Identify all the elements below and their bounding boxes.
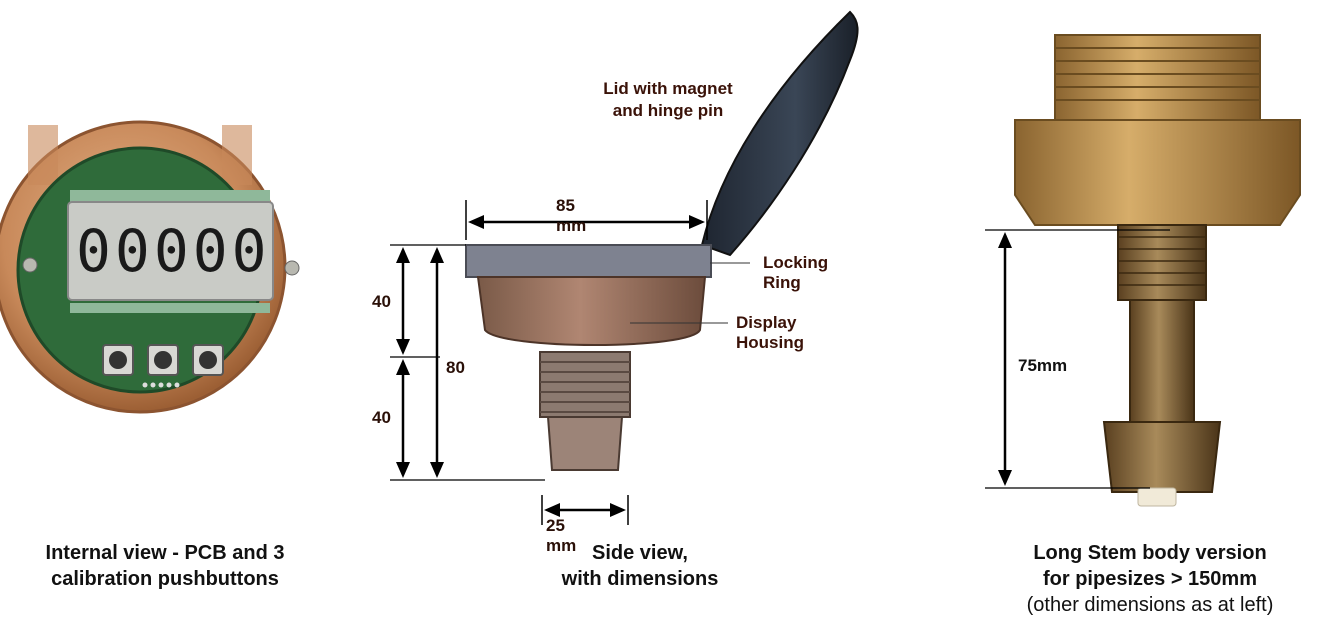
display-housing-callout: Display Housing — [736, 313, 804, 352]
internal-view-caption: Internal view - PCB and 3 calibration pu… — [45, 542, 285, 590]
long-stem — [1129, 299, 1195, 423]
dim-height-lower: 40 — [372, 408, 391, 427]
internal-view-illustration — [0, 120, 300, 414]
dim-height-total: 80 — [446, 358, 465, 377]
stem-foot — [1102, 421, 1222, 493]
lcd-digits: 00000 — [76, 217, 271, 285]
dim-width-top: 85 mm — [556, 196, 587, 235]
locking-ring-callout: Locking Ring — [763, 253, 829, 292]
display-housing — [476, 276, 707, 346]
screw-left — [22, 257, 38, 273]
dim-stem-length: 75mm — [1018, 356, 1068, 375]
long-stem-caption: Long Stem body version for pipesizes > 1… — [1026, 542, 1274, 616]
sensor-tip-white — [1137, 487, 1177, 507]
lcd-display — [67, 201, 274, 301]
sensor-tip — [546, 416, 624, 471]
hex-body — [1014, 119, 1301, 226]
dim-width-stem: 25 mm — [546, 516, 577, 555]
dim-height-upper: 40 — [372, 292, 391, 311]
hinged-lid — [700, 10, 859, 257]
side-view-caption: Side view, with dimensions — [561, 542, 719, 590]
screw-right — [284, 260, 300, 276]
top-thread — [1054, 34, 1261, 121]
lid-callout: Lid with magnet and hinge pin — [603, 79, 733, 120]
